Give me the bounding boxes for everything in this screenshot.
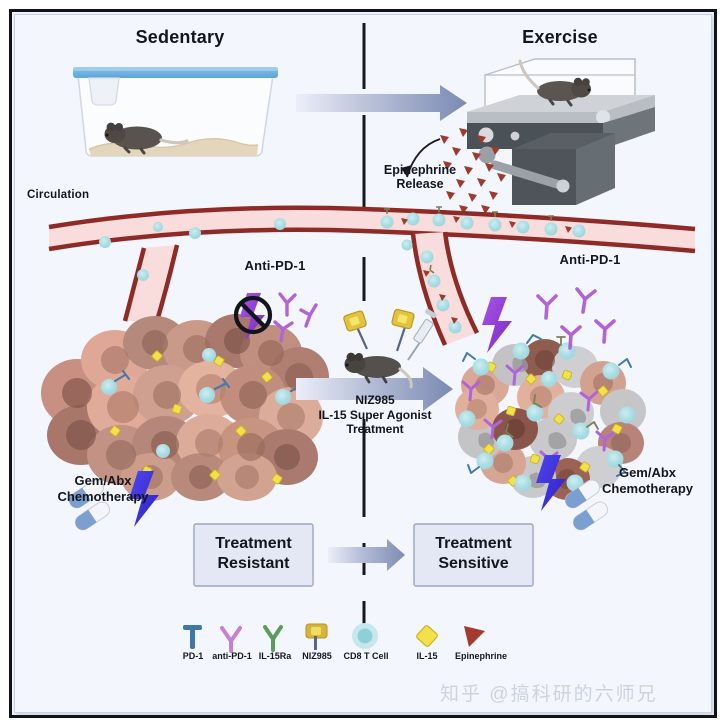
diagram-scene [41,23,696,653]
t-cells-left-tumor [101,348,307,458]
chemo-right-icons [536,455,608,531]
epinephrine-triangle-icon [464,626,485,647]
legend-label-5: IL-15 [416,651,438,661]
t-cells-in-vessel-left [99,218,286,281]
arrow-resistant-to-sensitive [328,539,405,571]
treat-line1: NIZ985 [355,393,395,407]
syringe-icon [407,308,437,361]
antibodies-left [273,292,318,343]
epi-line1: Epinephrine [383,163,457,177]
sens-l1: Treatment [435,535,512,552]
box-treatment-resistant [193,523,314,587]
box-treatment-sensitive [413,523,534,587]
label-chemo-right: Gem/Abx Chemotherapy [585,465,710,496]
tumor-mass-left-resistant [41,314,329,501]
box-label-sensitive: Treatment Sensitive [414,534,533,574]
legend-icons [183,623,485,653]
lightning-bolt-right [536,455,566,511]
sedentary-cage [73,67,278,157]
niz985-icon [305,623,328,650]
treat-line2: IL-15 Super Agonist [318,407,432,422]
chemo-l2: Chemotherapy [57,488,149,504]
epinephrine-particles-cloud [440,128,506,214]
treat-line3: Treatment [346,422,404,437]
resist-l1: Treatment [215,535,292,552]
arrow-sedentary-to-exercise [296,85,467,121]
legend-label-6: Epinephrine [454,651,507,661]
chemo-r2: Chemotherapy [601,480,694,496]
pill-icons-left [68,479,110,531]
figure-frame-inner: Sedentary Exercise Circulation Epinephri… [14,14,712,713]
resist-l2: Resistant [217,555,290,572]
arrow-treatment [296,367,453,411]
t-cells-in-vessel-right [380,206,586,334]
antibody-icon [220,626,242,653]
treatment-mouse-syringe [343,308,437,389]
legend-label-4: CD8 T Cell [343,651,389,661]
label-epinephrine-release: Epinephrine Release [365,163,475,192]
il15-particles-right [483,361,623,487]
niz985-icons-treatment [343,308,415,352]
lightning-bolt-left [129,471,159,527]
epi-line2: Release [396,177,444,192]
legend-label-3: NIZ985 [302,651,332,661]
il15ra-receptor-icon [263,625,283,652]
label-circulation: Circulation [27,189,90,201]
sens-l2: Sensitive [438,555,509,572]
label-antipd1-left: Anti-PD-1 [244,258,306,273]
pill-icons-right [564,479,608,531]
pd1-receptor-icon [183,625,202,649]
il15-diamond-icon [416,625,438,647]
antibodies-right [536,287,616,350]
legend-label-1: anti-PD-1 [212,651,252,661]
title-exercise: Exercise [522,27,598,47]
t-cell-icon [352,623,378,649]
legend-label-0: PD-1 [182,651,204,661]
anti-pd1-blocked-left [233,293,273,341]
mouse-treated [344,352,413,389]
epinephrine-release-arrow [401,138,441,178]
label-treatment: NIZ985 IL-15 Super Agonist Treatment [290,393,460,437]
label-chemo-left: Gem/Abx Chemotherapy [33,473,173,504]
legend-label-2: IL-15Ra [258,651,292,661]
mouse-sedentary [104,122,189,155]
t-cells-right-tumor [458,334,636,492]
chemo-l1: Gem/Abx [74,473,132,488]
mouse-exercise [518,59,591,107]
title-sedentary: Sedentary [135,27,225,47]
tumor-mass-right-sensitive [455,334,646,500]
watermark: 知乎 @搞科研的六师兄 [440,684,658,705]
box-label-resistant: Treatment Resistant [194,534,313,574]
chemo-left-icons [68,471,159,531]
anti-pd1-active-right [482,297,512,353]
exercise-treadmill [467,58,655,205]
chemo-r1: Gem/Abx [618,465,677,480]
label-antipd1-right: Anti-PD-1 [559,252,621,267]
